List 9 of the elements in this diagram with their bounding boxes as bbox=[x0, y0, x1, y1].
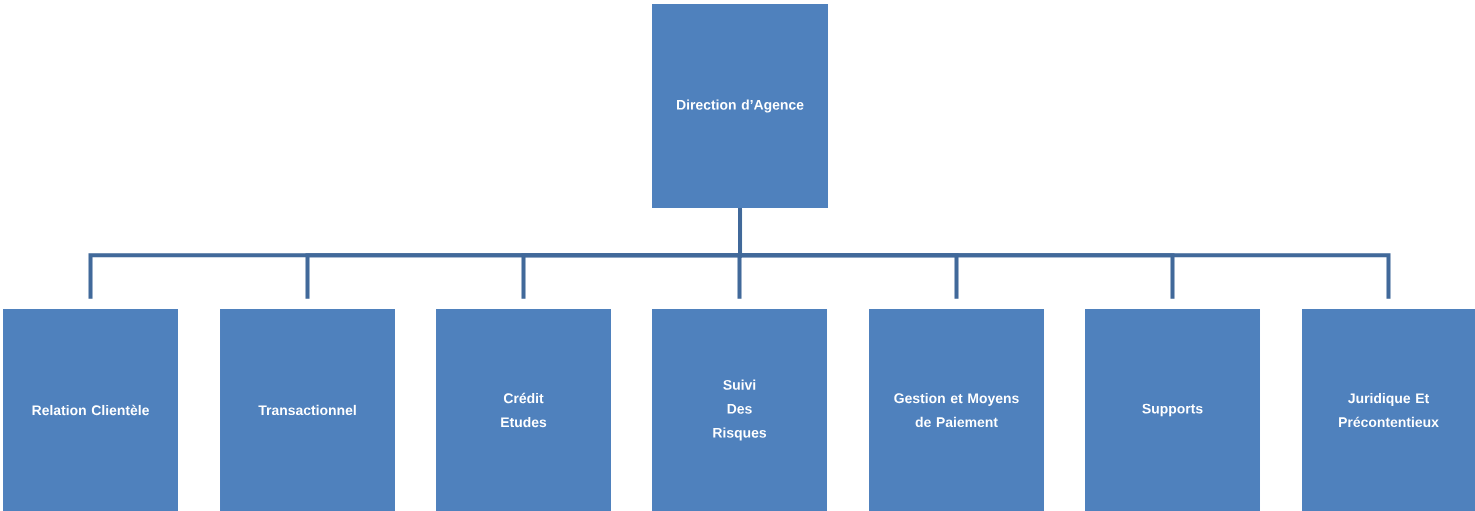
connector-line bbox=[738, 208, 1391, 299]
org-box: Juridique Et Précontentieux bbox=[1302, 309, 1475, 511]
org-box: Transactionnel bbox=[220, 309, 395, 511]
org-box: Gestion et Moyens de Paiement bbox=[869, 309, 1044, 511]
org-box: Direction d’Agence bbox=[652, 4, 828, 208]
org-box: Crédit Etudes bbox=[436, 309, 611, 511]
org-box: Supports bbox=[1085, 309, 1260, 511]
org-box: Relation Clientèle bbox=[3, 309, 178, 511]
org-box: Suivi Des Risques bbox=[652, 309, 827, 511]
